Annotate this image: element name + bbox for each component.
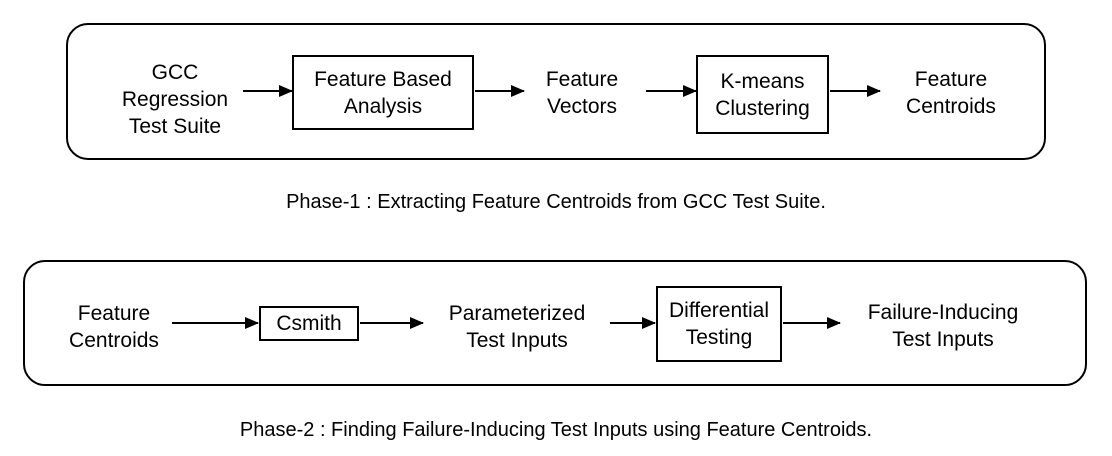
phase2-csmith-text: Csmith	[276, 312, 342, 335]
phase2-differential-text: Differential Testing	[669, 299, 769, 349]
phase2-failure-inducing-inputs: Failure-Inducing Test Inputs	[845, 297, 1041, 355]
phase2-caption: Phase-2 : Finding Failure-Inducing Test …	[239, 419, 873, 441]
phase2-differential-box: Differential Testing	[656, 286, 782, 362]
phase1-feature-centroids: Feature Centroids	[888, 64, 1014, 122]
phase2-parameterized-inputs: Parameterized Test Inputs	[428, 298, 606, 356]
phase2-feature-centroids: Feature Centroids	[58, 298, 170, 356]
phase2-parameterized-inputs-text: Parameterized Test Inputs	[448, 302, 586, 352]
phase1-caption: Phase-1 : Extracting Feature Centroids f…	[286, 191, 826, 213]
phase2-csmith-box: Csmith	[259, 306, 359, 341]
phase1-panel	[66, 23, 1046, 160]
phase2-failure-inducing-inputs-text: Failure-Inducing Test Inputs	[867, 301, 1019, 351]
phase1-feature-vectors: Feature Vectors	[530, 64, 634, 122]
phase2-panel	[23, 260, 1087, 386]
phase1-feature-analysis-text: Feature Based Analysis	[314, 67, 452, 118]
phase1-gcc-test-suite: GCC Regression Test Suite	[108, 58, 242, 140]
phase1-gcc-test-suite-text: GCC Regression Test Suite	[121, 60, 229, 138]
phase1-feature-vectors-text: Feature Vectors	[545, 68, 619, 118]
phase2-feature-centroids-text: Feature Centroids	[69, 302, 159, 352]
phase1-feature-analysis-box: Feature Based Analysis	[292, 55, 474, 130]
phase1-feature-centroids-text: Feature Centroids	[906, 68, 996, 118]
phase1-kmeans-box: K-means Clustering	[696, 55, 829, 134]
phase1-kmeans-text: K-means Clustering	[715, 69, 810, 120]
